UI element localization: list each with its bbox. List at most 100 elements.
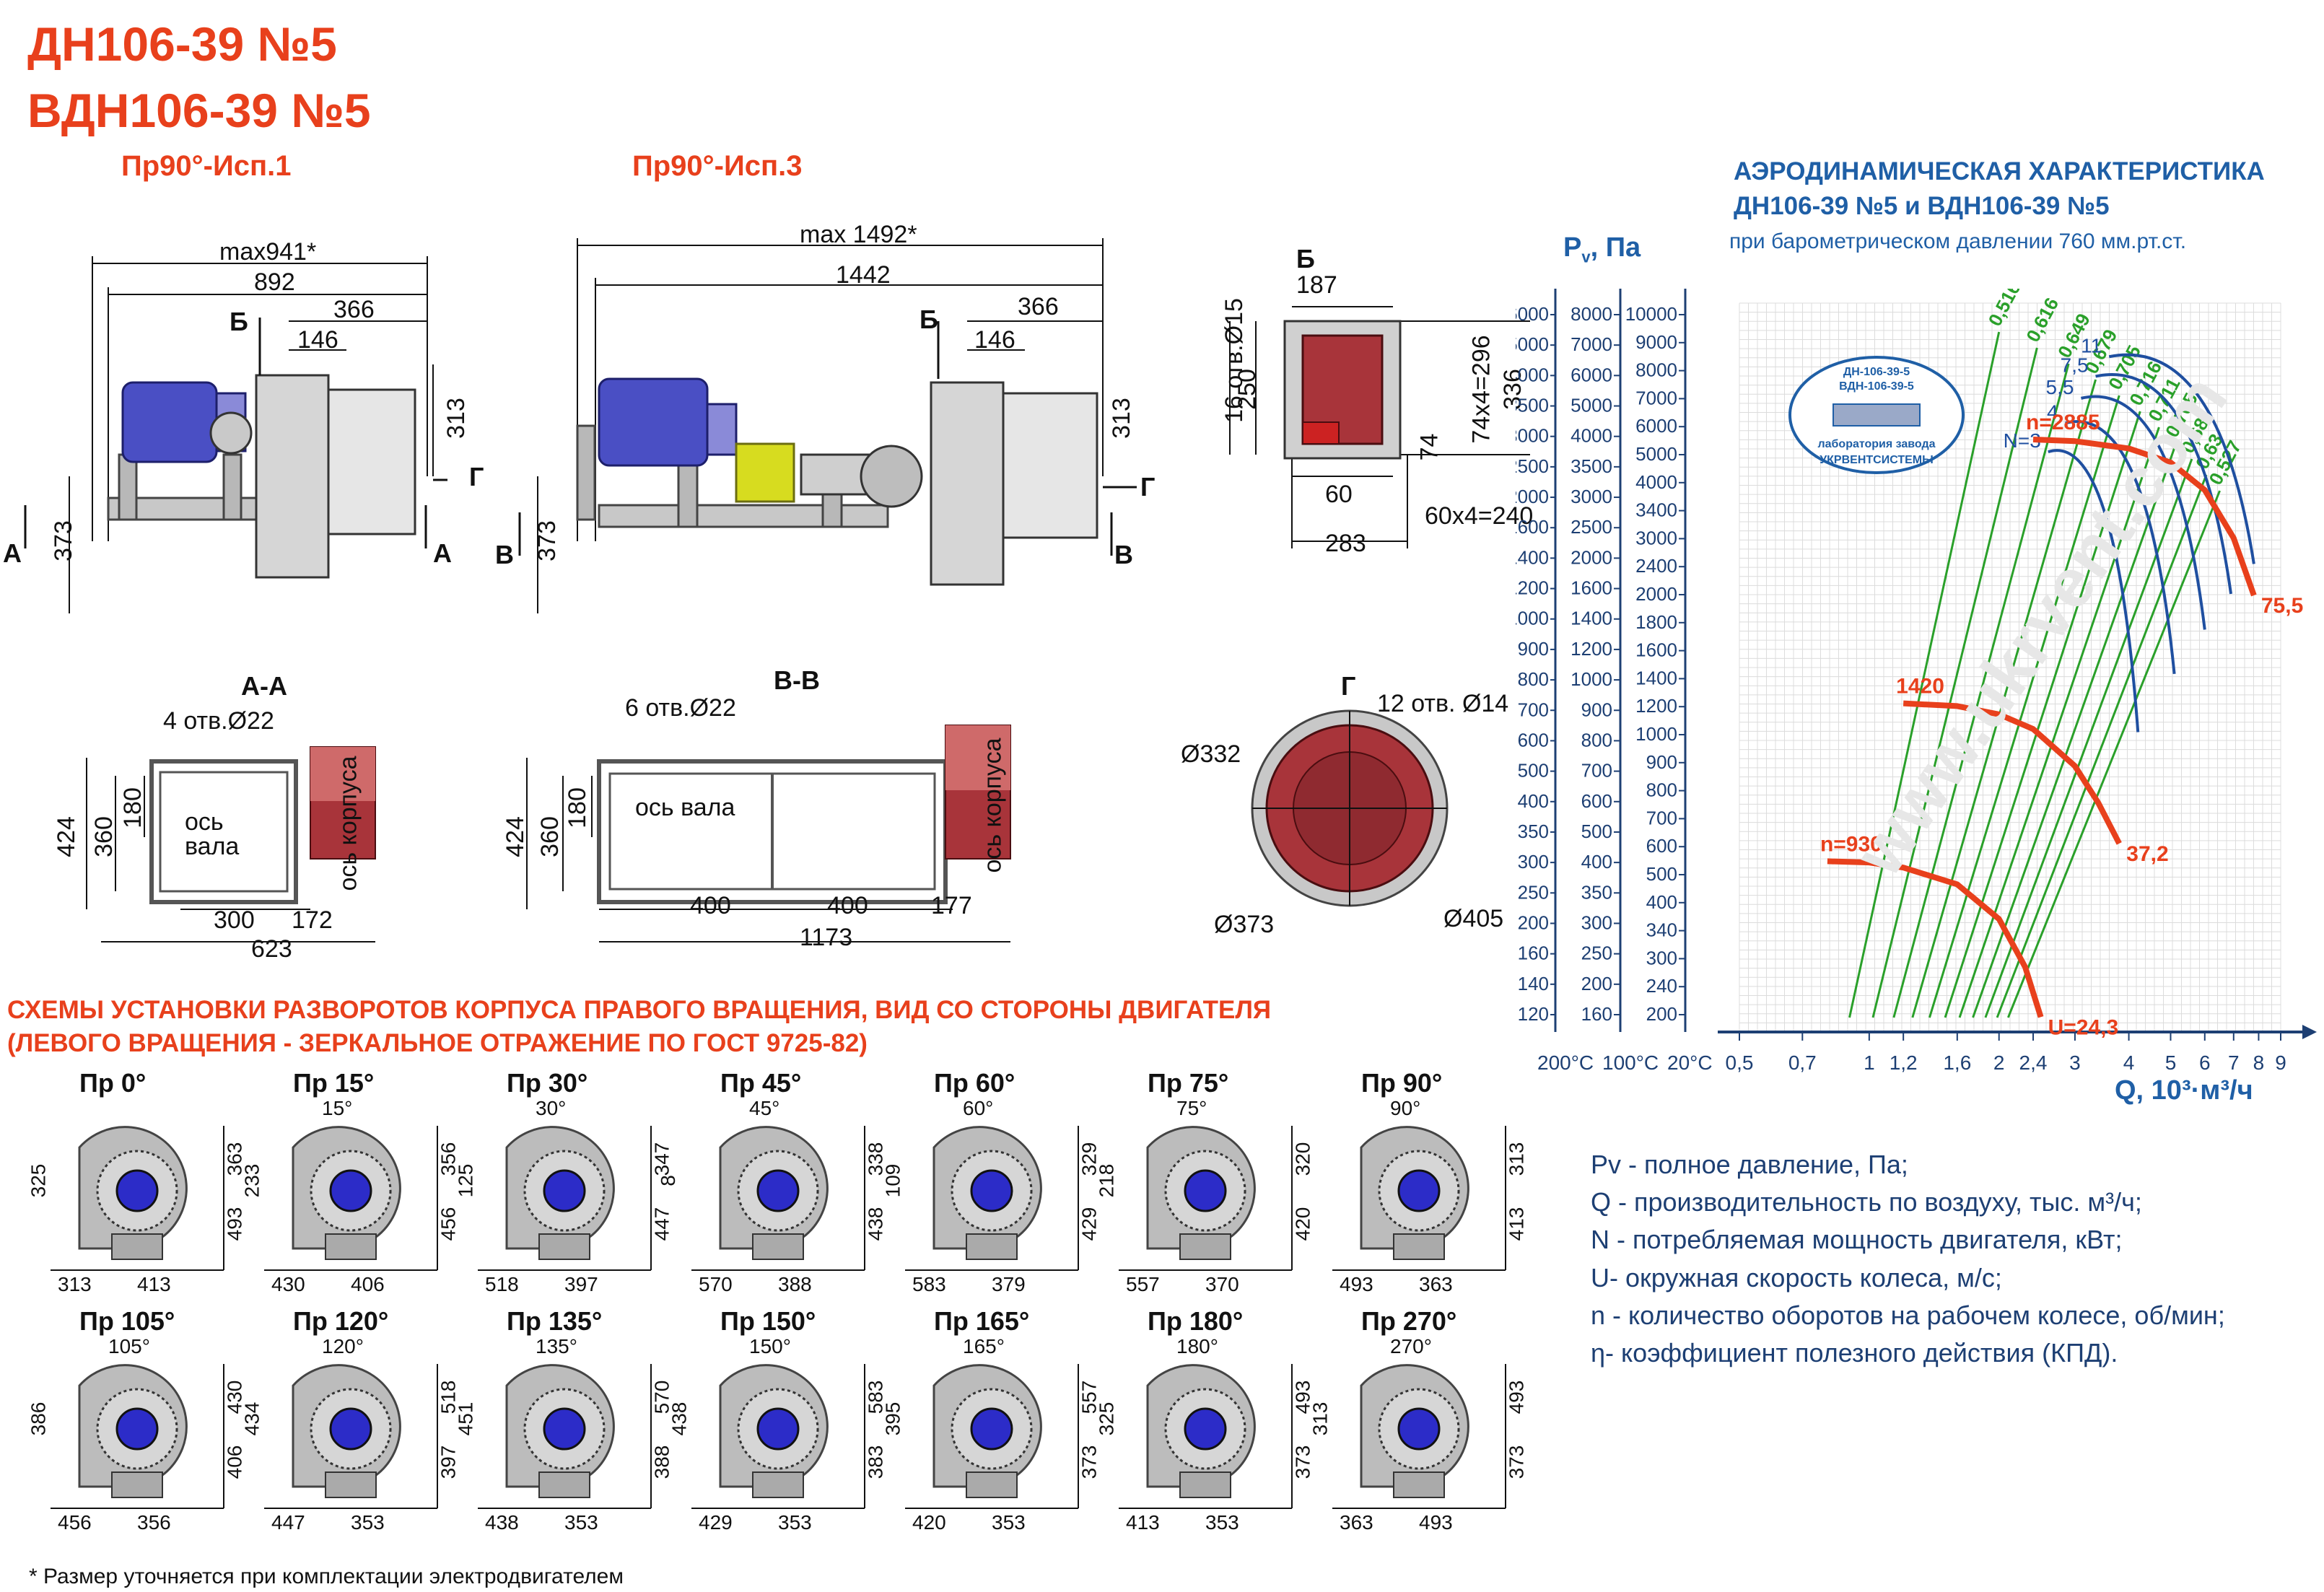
view1-label-a-right: А xyxy=(433,538,452,568)
section-aa-dim-300: 300 xyxy=(214,906,255,934)
speed-curve-label: n=2885 xyxy=(2026,411,2100,434)
scheme-bottom-right: 353 xyxy=(992,1511,1026,1534)
legend-item-u: U- окружная скорость колеса, м/с; xyxy=(1591,1262,2002,1293)
efficiency-line xyxy=(1928,395,2120,1018)
outlet-view-g xyxy=(1251,709,1449,907)
motor-hub xyxy=(543,1169,586,1212)
pressure-tick-label: 6000 xyxy=(1516,303,1549,325)
pressure-tick-label: 600 xyxy=(1581,790,1612,812)
scheme-bottom-right: 363 xyxy=(1419,1273,1453,1295)
tip-speed-label: 37,2 xyxy=(2126,842,2168,866)
q-tick-label: 0,5 xyxy=(1726,1051,1754,1074)
motor-hub xyxy=(1184,1407,1227,1451)
schemes-title-line2: (ЛЕВОГО ВРАЩЕНИЯ - ЗЕРКАЛЬНОЕ ОТРАЖЕНИЕ … xyxy=(7,1029,868,1057)
pressure-tick-label: 350 xyxy=(1518,821,1549,842)
speed-curve xyxy=(2032,437,2257,597)
view1-dim-max: max941* xyxy=(219,238,317,266)
view3-label-v-right: В xyxy=(1114,540,1133,569)
pressure-tick-label: 300 xyxy=(1646,947,1677,968)
efficiency-line xyxy=(1958,427,2160,1018)
efficiency-line xyxy=(1996,474,2208,1018)
view-g-dia-332: Ø332 xyxy=(1181,740,1241,768)
q-tick-label: 1,2 xyxy=(1890,1051,1918,1074)
section-vv-holes: 6 отв.Ø22 xyxy=(625,694,736,722)
scheme-name: Пр 180° xyxy=(1148,1306,1244,1336)
scheme-left-height: 395 xyxy=(881,1401,904,1436)
section-aa-label: А-А xyxy=(241,671,287,701)
pressure-tick-label: 1000 xyxy=(1571,668,1612,690)
pressure-tick-label: 700 xyxy=(1581,760,1612,782)
scheme-bottom-left: 420 xyxy=(912,1511,946,1534)
scheme-left-height: 313 xyxy=(1309,1401,1332,1436)
motor-hub xyxy=(1397,1407,1441,1451)
support-frame xyxy=(538,1471,590,1498)
q-tick-label: 1 xyxy=(1864,1051,1875,1074)
efficiency-line xyxy=(1892,363,2070,1018)
variant1-label: Пр90°-Исп.1 xyxy=(121,150,292,182)
legend-item-pv: Pv - полное давление, Па; xyxy=(1591,1150,1908,1179)
scheme-name: Пр 120° xyxy=(293,1306,389,1336)
section-vv-dim-360: 360 xyxy=(536,816,564,857)
q-tick-label: 7 xyxy=(2228,1051,2240,1074)
scheme-angle: 45° xyxy=(749,1097,780,1119)
pressure-tick-label: 800 xyxy=(1518,668,1549,690)
pressure-tick-label: 8000 xyxy=(1571,303,1612,325)
motor-hub xyxy=(115,1169,159,1212)
support-frame xyxy=(111,1471,163,1498)
scheme-left-height: 109 xyxy=(881,1163,904,1198)
view-b-dim-60x4: 60x4=240 xyxy=(1425,502,1534,530)
efficiency-line xyxy=(1944,411,2141,1018)
section-aa-dim-360: 360 xyxy=(89,816,118,857)
speed-curve xyxy=(1827,858,2044,1018)
view1-label-g: Г xyxy=(469,462,484,491)
view3-label-g: Г xyxy=(1140,472,1156,502)
view-b-dim-283: 283 xyxy=(1325,530,1366,557)
scheme-name: Пр 105° xyxy=(79,1306,175,1336)
power-curve xyxy=(2048,449,2140,732)
section-aa-shaft-axis: ось вала xyxy=(185,808,240,860)
q-tick-label: 6 xyxy=(2199,1051,2211,1074)
scheme-bottom-left: 518 xyxy=(485,1273,519,1295)
pressure-tick-label: 1200 xyxy=(1571,638,1612,660)
q-axis-label: Q, 10³·м³/ч xyxy=(2115,1075,2253,1106)
efficiency-line xyxy=(1871,347,2038,1018)
scheme-bottom-left: 430 xyxy=(271,1273,305,1295)
pressure-tick-label: 400 xyxy=(1646,891,1677,913)
pressure-tick-label: 400 xyxy=(1581,851,1612,872)
pressure-tick-label: 6000 xyxy=(1571,364,1612,385)
scheme-bottom-right: 388 xyxy=(778,1273,812,1295)
scheme-left-height: 325 xyxy=(1095,1401,1118,1436)
section-aa-dim-172: 172 xyxy=(292,906,333,934)
section-vv-shaft-axis: ось вала xyxy=(635,794,735,821)
scheme-right-height-1: 313 xyxy=(1505,1142,1528,1176)
motor-hub xyxy=(756,1407,800,1451)
support-frame xyxy=(325,1233,377,1260)
q-tick-label: 3 xyxy=(2069,1051,2081,1074)
pressure-tick-label: 9000 xyxy=(1635,331,1677,353)
scheme-name: Пр 90° xyxy=(1361,1068,1443,1098)
support-frame xyxy=(538,1233,590,1260)
pressure-tick-label: 1400 xyxy=(1516,546,1549,568)
view-g-dia-405: Ø405 xyxy=(1443,905,1504,932)
view3-label-v-left: В xyxy=(495,540,514,569)
view3-dim-373: 373 xyxy=(533,520,561,561)
section-vv-dim-180: 180 xyxy=(563,787,591,828)
pressure-tick-label: 7000 xyxy=(1571,333,1612,355)
pressure-tick-label: 700 xyxy=(1646,807,1677,828)
view1-dim-892: 892 xyxy=(254,268,295,296)
scheme-right-height-2: 413 xyxy=(1505,1207,1528,1241)
pressure-tick-label: 2500 xyxy=(1571,516,1612,538)
view3-dim-max: max 1492* xyxy=(800,221,917,248)
pressure-tick-label: 8000 xyxy=(1635,359,1677,381)
pressure-tick-label: 1800 xyxy=(1635,611,1677,633)
motor-hub xyxy=(970,1407,1013,1451)
motor-hub xyxy=(756,1169,800,1212)
scheme-angle: 75° xyxy=(1176,1097,1207,1119)
pressure-tick-label: 200 xyxy=(1581,973,1612,994)
scheme-bottom-left: 570 xyxy=(699,1273,733,1295)
scheme-name: Пр 30° xyxy=(507,1068,588,1098)
scheme-bottom-left: 313 xyxy=(58,1273,92,1295)
